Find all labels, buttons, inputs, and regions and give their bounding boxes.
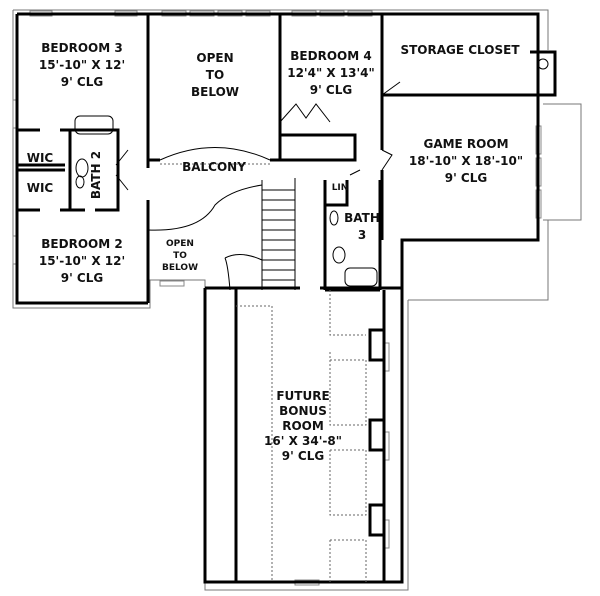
label: 3	[358, 228, 366, 242]
room-ceiling: 9' CLG	[61, 75, 104, 89]
bathtub-icon	[74, 115, 114, 135]
chimney-icon	[537, 58, 549, 70]
label: BELOW	[162, 263, 198, 273]
room-bedroom-4: BEDROOM 4 12'4" X 13'4" 9' CLG	[287, 49, 375, 97]
room-ceiling: 9' CLG	[310, 83, 353, 97]
room-game-room: GAME ROOM 18'-10" X 18'-10" 9' CLG	[409, 137, 523, 185]
room-storage-closet: STORAGE CLOSET	[400, 43, 520, 57]
room-size: 12'4" X 13'4"	[287, 66, 375, 80]
room-name: BEDROOM 4	[290, 49, 371, 63]
toilet-icon	[75, 158, 89, 178]
sink-icon	[329, 210, 339, 226]
windows	[12, 10, 542, 586]
sink-icon	[75, 175, 85, 189]
room-size: 15'-10" X 12'	[39, 58, 125, 72]
bonus-room-dashed-lines	[236, 290, 367, 582]
label: OPEN	[166, 239, 194, 249]
room-name: BEDROOM 3	[41, 41, 122, 55]
toilet-icon	[332, 246, 346, 264]
room-linen: LIN	[332, 183, 349, 193]
label: OPEN	[196, 51, 233, 65]
room-wic-2: WIC	[27, 181, 54, 195]
room-ceiling: 9' CLG	[61, 271, 104, 285]
room-balcony: BALCONY	[182, 160, 246, 174]
room-open-to-below-mid: OPEN TO BELOW	[162, 239, 198, 273]
label: ROOM	[282, 419, 324, 433]
room-wic-1: WIC	[27, 151, 54, 165]
label: BATH	[344, 211, 380, 225]
fixtures	[74, 58, 549, 287]
room-size: 16' X 34'-8"	[264, 434, 342, 448]
room-bedroom-3: BEDROOM 3 15'-10" X 12' 9' CLG	[39, 41, 125, 89]
balcony-rail	[147, 147, 271, 231]
room-name: BEDROOM 2	[41, 237, 122, 251]
room-future-bonus-room: FUTURE BONUS ROOM 16' X 34'-8" 9' CLG	[264, 389, 342, 463]
room-bath-2: BATH 2	[89, 151, 103, 199]
staircase	[224, 178, 296, 291]
room-name: GAME ROOM	[423, 137, 508, 151]
door-swings	[115, 81, 401, 191]
room-ceiling: 9' CLG	[445, 171, 488, 185]
label: TO	[173, 251, 187, 261]
walls	[15, 12, 557, 584]
label: BONUS	[279, 404, 327, 418]
label: BELOW	[191, 85, 239, 99]
room-ceiling: 9' CLG	[282, 449, 325, 463]
room-open-to-below-top: OPEN TO BELOW	[191, 51, 239, 99]
label: FUTURE	[276, 389, 329, 403]
label: TO	[206, 68, 224, 82]
room-bedroom-2: BEDROOM 2 15'-10" X 12' 9' CLG	[39, 237, 125, 285]
roof-outline	[12, 9, 582, 591]
room-bath-3: BATH 3	[344, 211, 380, 242]
room-size: 18'-10" X 18'-10"	[409, 154, 523, 168]
room-size: 15'-10" X 12'	[39, 254, 125, 268]
bathtub-icon	[344, 267, 378, 287]
